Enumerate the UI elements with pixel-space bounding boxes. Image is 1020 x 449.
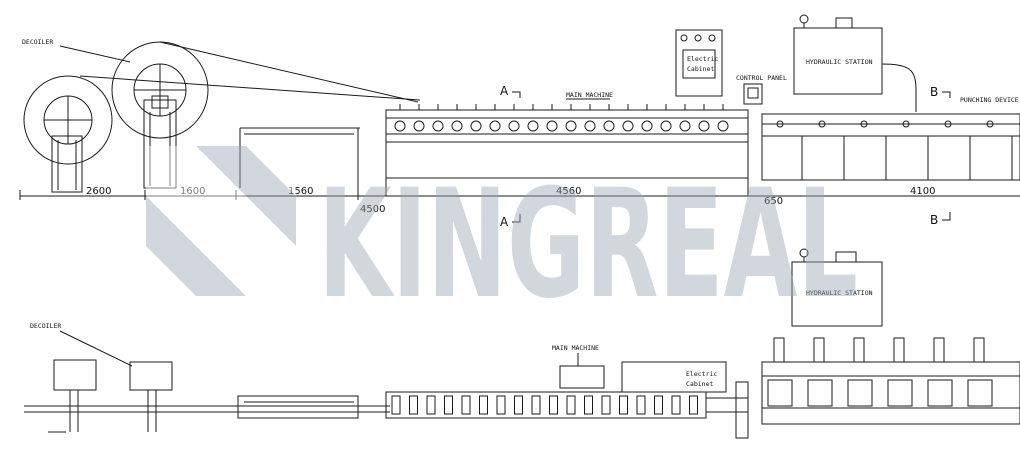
roll-station bbox=[508, 120, 520, 132]
punch-cylinder bbox=[933, 337, 945, 363]
electric-cabinet-bottom-line1: Electric bbox=[686, 370, 717, 378]
roll-station-plan bbox=[654, 395, 663, 415]
roll-station bbox=[394, 120, 406, 132]
roll-station bbox=[413, 120, 425, 132]
roll-station-plan bbox=[549, 395, 558, 415]
punching-device-side-view bbox=[761, 113, 1020, 181]
roll-station-plan bbox=[409, 395, 418, 415]
roll-station bbox=[717, 120, 729, 132]
hydraulic-station-label-top: HYDRAULIC STATION bbox=[806, 58, 873, 66]
roll-station bbox=[679, 120, 691, 132]
electric-cabinet-bottom-line2: Cabinet bbox=[686, 380, 713, 388]
roll-station-plan bbox=[689, 395, 698, 415]
roll-station bbox=[489, 120, 501, 132]
roll-station bbox=[641, 120, 653, 132]
section-a-top-label: A bbox=[500, 84, 509, 98]
roll-station-plan bbox=[461, 395, 471, 415]
watermark-text: KINGREAL bbox=[318, 158, 858, 332]
decoiler-right-view bbox=[79, 41, 421, 189]
dim-4560: 4560 bbox=[556, 186, 581, 197]
section-a-bottom-label: A bbox=[500, 215, 509, 229]
roll-station-plan bbox=[619, 395, 628, 415]
roll-station bbox=[603, 120, 615, 132]
punching-device-plan-view bbox=[761, 337, 1020, 425]
roll-station bbox=[451, 120, 463, 132]
section-b-bottom-label: B bbox=[930, 213, 938, 227]
roll-station-plan bbox=[531, 395, 541, 415]
roll-station-plan bbox=[479, 395, 488, 415]
roll-station-plan bbox=[391, 395, 401, 415]
roll-station-plan bbox=[496, 395, 506, 415]
kingreal-watermark: KINGREAL bbox=[146, 146, 858, 332]
roll-station bbox=[470, 120, 482, 132]
roll-station-plan bbox=[514, 395, 523, 415]
decoiler-plan-view bbox=[24, 359, 390, 433]
main-machine-plan-view bbox=[385, 365, 749, 419]
roll-station bbox=[546, 120, 558, 132]
electric-cabinet-label-line2: Cabinet bbox=[687, 65, 714, 73]
punch-cylinder bbox=[893, 337, 905, 363]
roll-station bbox=[432, 120, 444, 132]
punch-cylinder bbox=[853, 337, 865, 363]
roll-station-plan bbox=[566, 395, 576, 415]
decoiler-left-view bbox=[23, 75, 113, 193]
control-panel-box bbox=[743, 83, 763, 105]
roll-station-plan bbox=[601, 395, 611, 415]
dim-4500: 4500 bbox=[360, 204, 385, 215]
control-panel-plan bbox=[735, 381, 749, 439]
electric-cabinet-bottom bbox=[621, 361, 727, 393]
roll-station-plan bbox=[444, 395, 453, 415]
punching-device-label: PUNCHING DEVICE bbox=[960, 96, 1019, 104]
dim-1560: 1560 bbox=[288, 186, 313, 197]
roll-station-plan bbox=[426, 395, 436, 415]
roll-station bbox=[584, 120, 596, 132]
roll-station bbox=[698, 120, 710, 132]
roll-station bbox=[622, 120, 634, 132]
decoiler-label-bottom: DECOILER bbox=[30, 322, 61, 330]
decoiler-leader-line bbox=[59, 45, 131, 63]
dim-1600: 1600 bbox=[180, 186, 205, 197]
decoiler-label-top: DECOILER bbox=[22, 38, 53, 46]
punch-cylinder bbox=[973, 337, 985, 363]
dim-650: 650 bbox=[764, 196, 783, 207]
hydraulic-station-label-bottom: HYDRAULIC STATION bbox=[806, 289, 873, 297]
guide-table bbox=[239, 127, 360, 196]
punch-cylinder bbox=[813, 337, 825, 363]
electric-cabinet-top bbox=[675, 29, 723, 97]
roll-station bbox=[527, 120, 539, 132]
section-b-top-label: B bbox=[930, 85, 938, 99]
punch-cylinder bbox=[773, 337, 785, 363]
control-panel-label: CONTROL PANEL bbox=[736, 74, 787, 82]
guide-table-plan bbox=[237, 395, 359, 419]
main-machine-side-view bbox=[385, 104, 749, 196]
hydraulic-station-top bbox=[793, 14, 917, 112]
dim-2600: 2600 bbox=[86, 186, 111, 197]
roll-station-plan bbox=[671, 395, 681, 415]
main-machine-label-bottom: MAIN MACHINE bbox=[552, 344, 599, 352]
dim-4100: 4100 bbox=[910, 186, 935, 197]
main-machine-label-top: MAIN MACHINE bbox=[566, 91, 613, 99]
roll-station-plan bbox=[636, 395, 646, 415]
electric-cabinet-label-line1: Electric bbox=[687, 55, 718, 63]
roll-station bbox=[660, 120, 672, 132]
roll-station bbox=[565, 120, 577, 132]
hydraulic-station-bottom bbox=[791, 248, 883, 327]
roll-station-plan bbox=[584, 395, 593, 415]
